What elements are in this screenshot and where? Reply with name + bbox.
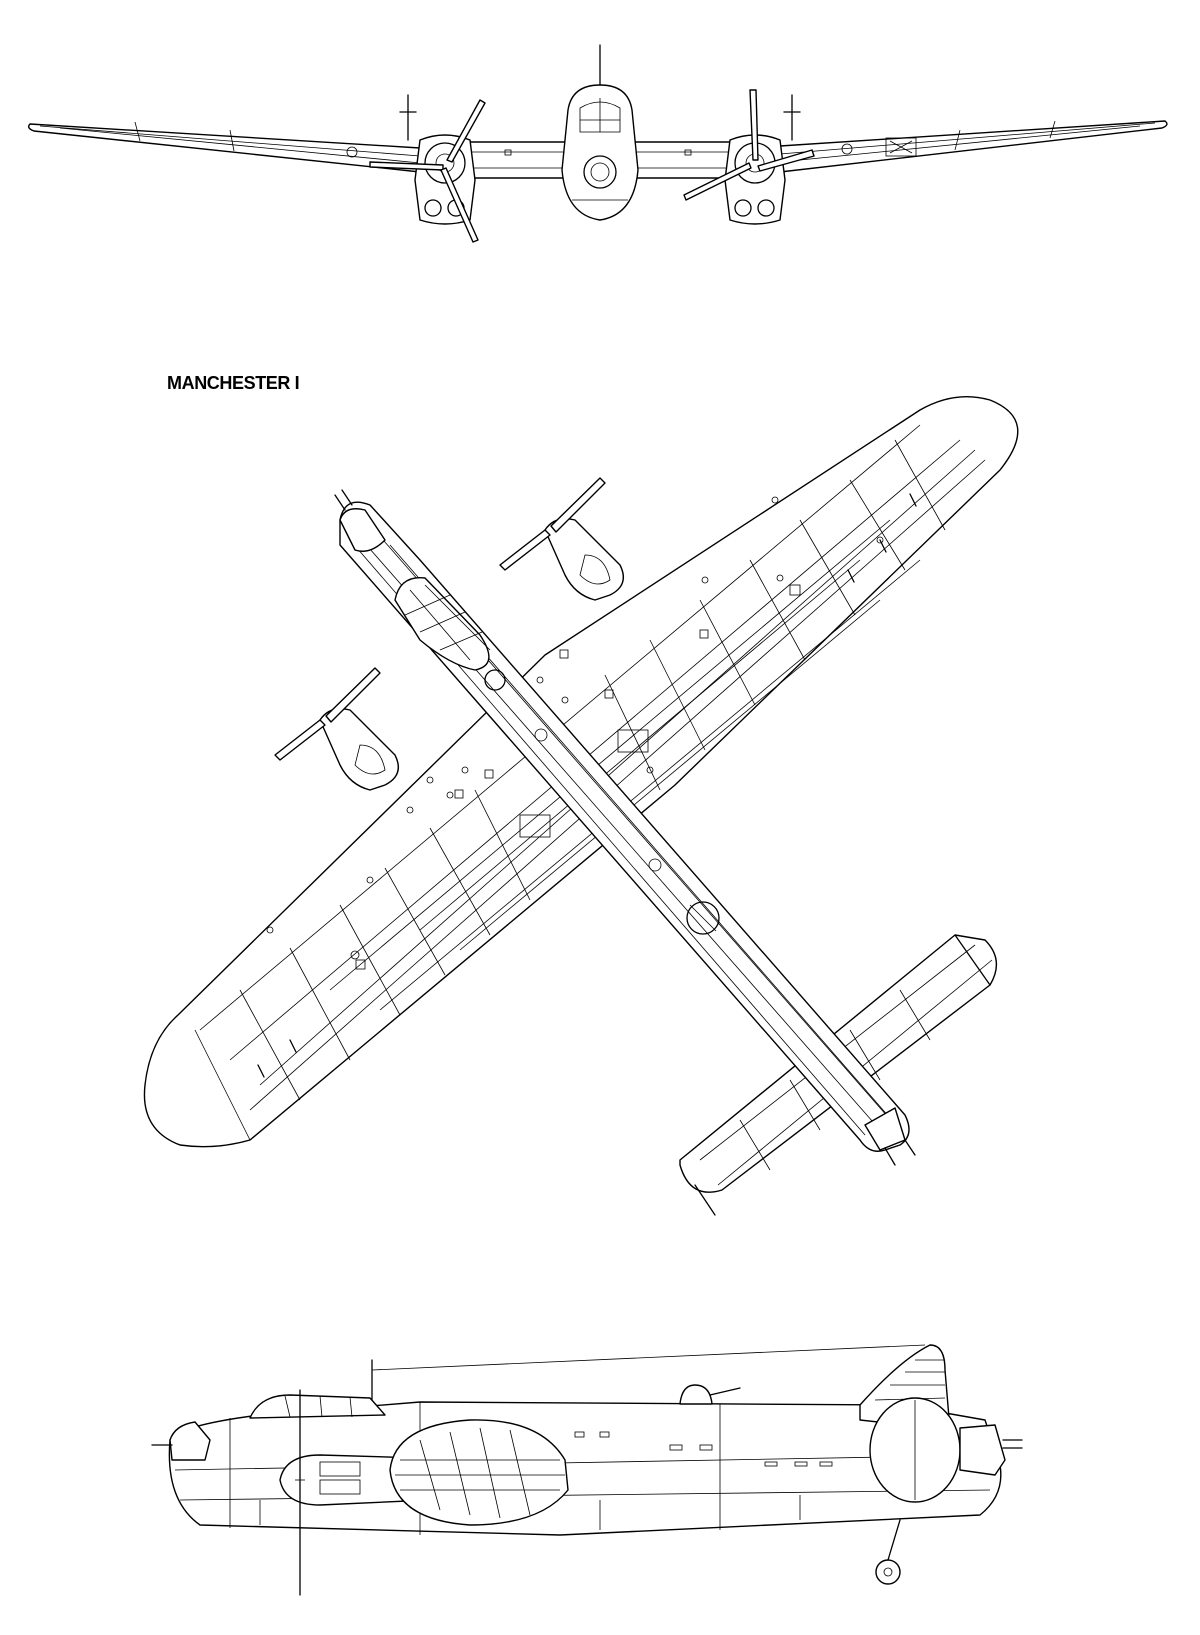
plan-view-drawing	[0, 370, 1200, 1310]
side-view-drawing	[0, 1320, 1200, 1635]
aircraft-title: MANCHESTER I	[167, 373, 300, 393]
front-view-drawing	[0, 0, 1200, 280]
